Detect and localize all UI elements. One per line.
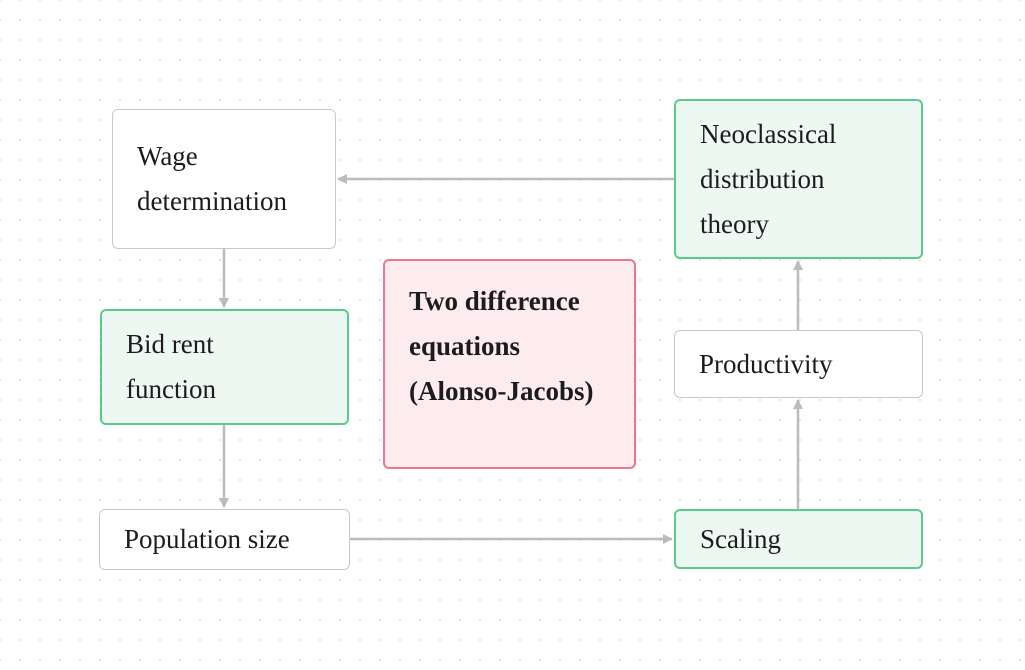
node-bid-rent-function[interactable]: Bid rent function [100, 309, 349, 425]
node-label: Productivity [699, 348, 833, 379]
node-scaling[interactable]: Scaling [674, 509, 923, 569]
node-population-size[interactable]: Population size [99, 509, 350, 570]
node-label: Wage determination [137, 141, 287, 216]
node-label: Neoclassical distribution theory [700, 118, 837, 239]
node-wage-determination[interactable]: Wage determination [112, 109, 336, 249]
node-label: Population size [124, 524, 290, 554]
node-productivity[interactable]: Productivity [674, 330, 923, 398]
node-label: Scaling [700, 523, 781, 554]
node-two-difference-equations[interactable]: Two difference equations (Alonso-Jacobs) [383, 259, 636, 469]
node-label: Bid rent function [126, 329, 216, 404]
node-neoclassical-distribution-theory[interactable]: Neoclassical distribution theory [674, 99, 923, 259]
node-label: Two difference equations (Alonso-Jacobs) [409, 286, 594, 406]
